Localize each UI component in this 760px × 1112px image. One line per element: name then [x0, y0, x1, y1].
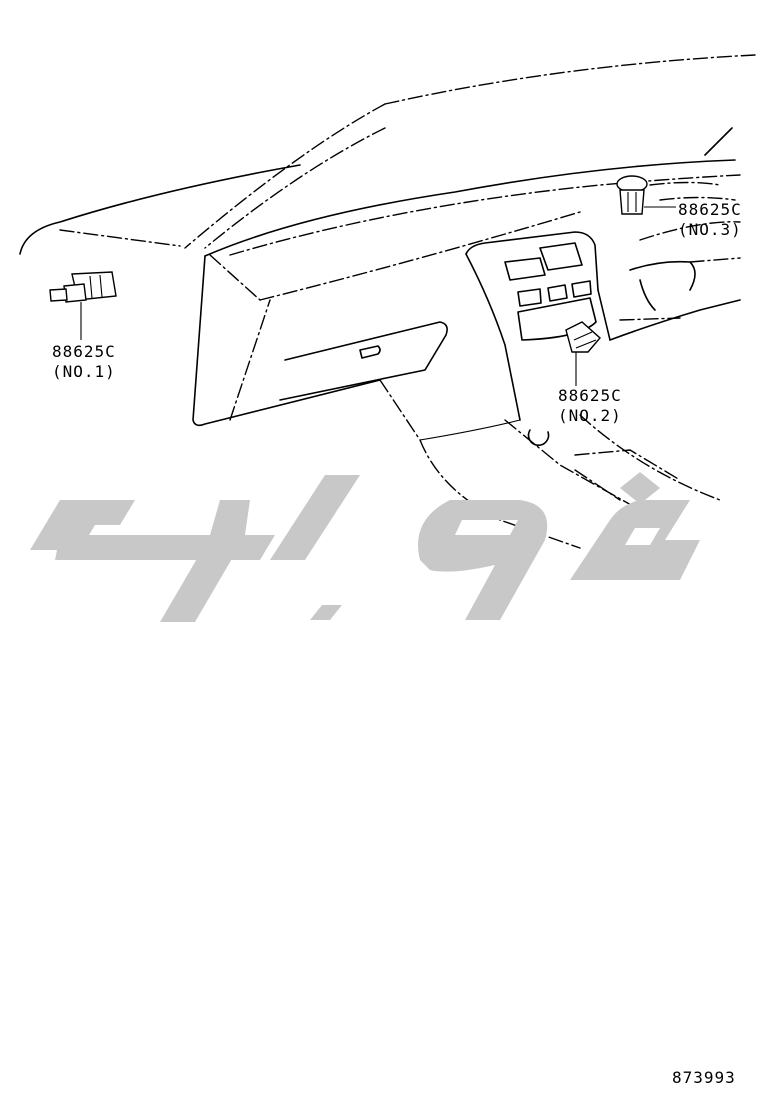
position-label-no3: (NO.3)	[678, 220, 742, 239]
instrument-cluster-outline	[639, 127, 741, 241]
windshield-outline	[19, 54, 756, 255]
part-label-no1: 88625C (NO.1)	[52, 342, 116, 382]
part-number-no1: 88625C	[52, 342, 116, 361]
center-console	[465, 231, 741, 511]
position-label-no1: (NO.1)	[52, 362, 116, 381]
position-label-no2: (NO.2)	[558, 406, 622, 425]
connector-no2-drawing	[565, 321, 601, 386]
part-label-no3: 88625C (NO.3)	[678, 200, 742, 240]
part-number-no2: 88625C	[558, 386, 622, 405]
dashboard-outline	[192, 159, 741, 549]
watermark-logo	[30, 472, 700, 622]
connector-no3-drawing	[616, 175, 676, 215]
part-label-no2: 88625C (NO.2)	[558, 386, 622, 426]
part-number-no3: 88625C	[678, 200, 742, 219]
connector-no1-drawing	[49, 271, 117, 340]
figure-number: 873993	[672, 1068, 736, 1087]
